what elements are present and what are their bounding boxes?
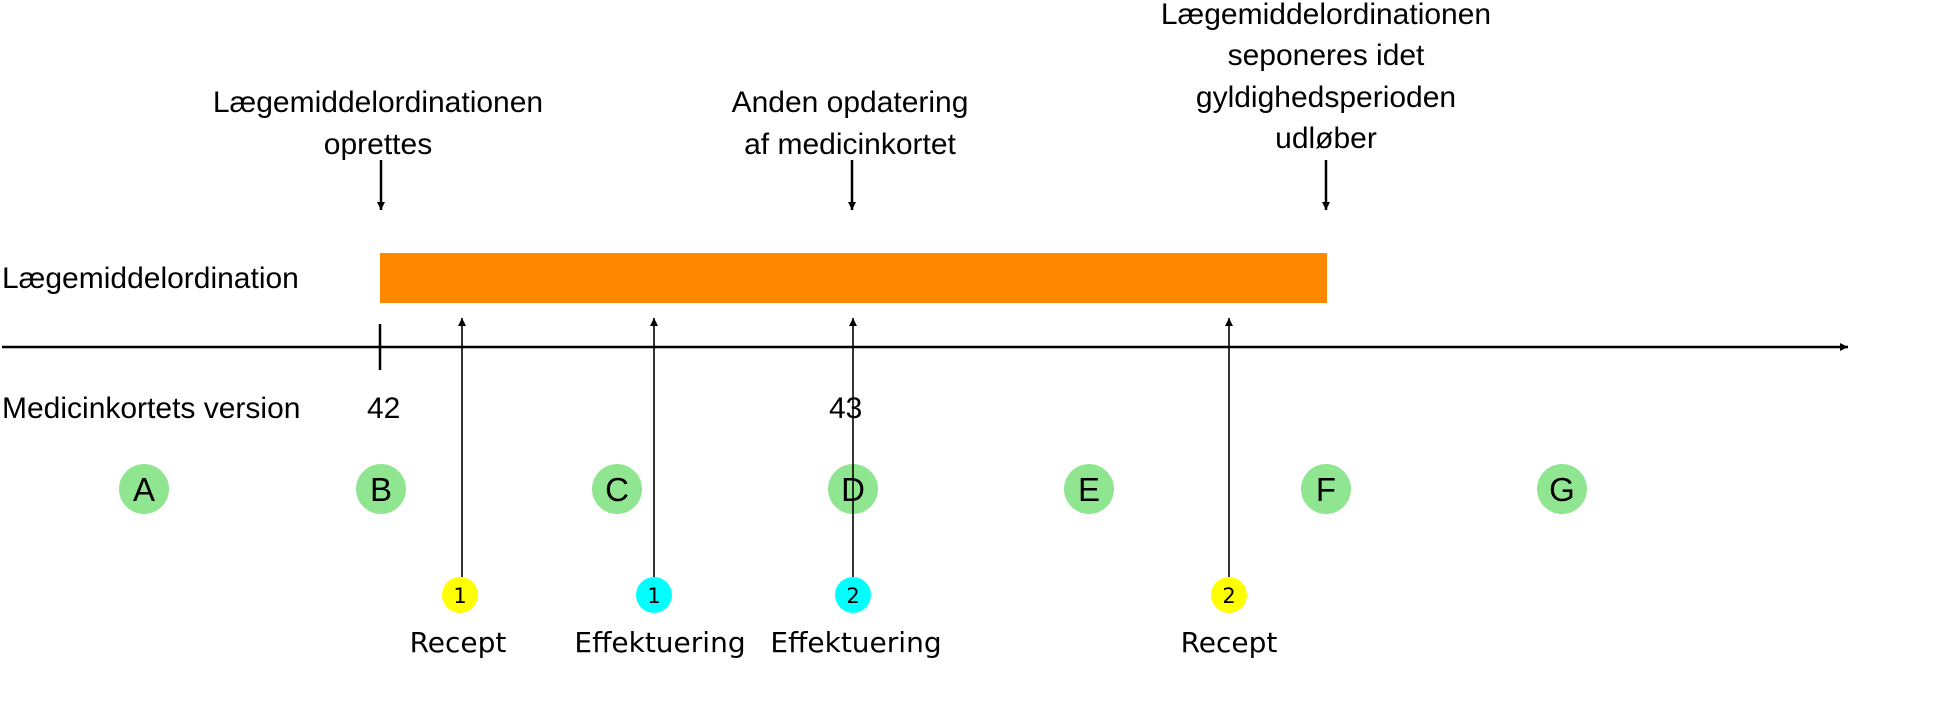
event-update-line-2: af medicinkortet xyxy=(744,128,956,161)
phase-a: A xyxy=(119,464,169,514)
phase-g-circle xyxy=(1537,464,1587,514)
phase-e: E xyxy=(1064,464,1114,514)
row-label-version: Medicinkortets version xyxy=(2,392,300,425)
event-created-line-1: Lægemiddelordinationen xyxy=(213,86,543,119)
version-42: 42 xyxy=(367,392,400,425)
event-recept-2-badge xyxy=(1211,577,1247,613)
event-recept-2: 2 Recept xyxy=(1181,577,1278,659)
phase-c-label: C xyxy=(605,471,629,508)
phase-f: F xyxy=(1301,464,1351,514)
event-effektuering-1-badge xyxy=(636,577,672,613)
event-created-label: Lægemiddelordinationen oprettes xyxy=(213,86,543,161)
event-expired-line-1: Lægemiddelordinationen xyxy=(1161,0,1491,31)
event-effektuering-1: 1 Effektuering xyxy=(574,577,746,659)
event-expired-line-3: gyldighedsperioden xyxy=(1196,81,1456,114)
phase-g: G xyxy=(1537,464,1587,514)
event-recept-1-label: Recept xyxy=(410,626,507,659)
event-effektuering-2-label: Effektuering xyxy=(770,626,941,659)
event-expired-line-2: seponeres idet xyxy=(1228,39,1425,72)
event-effektuering-1-number: 1 xyxy=(647,584,660,608)
phase-e-circle xyxy=(1064,464,1114,514)
event-effektuering-2-number: 2 xyxy=(846,584,859,608)
event-recept-1-number: 1 xyxy=(453,584,466,608)
phase-f-label: F xyxy=(1316,471,1336,508)
version-43: 43 xyxy=(829,392,862,425)
event-recept-1-badge xyxy=(442,577,478,613)
phase-c: C xyxy=(592,464,642,514)
phase-g-label: G xyxy=(1549,471,1575,508)
event-effektuering-2: 2 Effektuering xyxy=(770,577,942,659)
phase-c-circle xyxy=(592,464,642,514)
phase-b-label: B xyxy=(370,471,392,508)
event-expired-line-4: udløber xyxy=(1275,122,1377,155)
ordination-bar xyxy=(380,253,1327,303)
phase-f-circle xyxy=(1301,464,1351,514)
phase-a-circle xyxy=(119,464,169,514)
event-created-line-2: oprettes xyxy=(324,128,432,161)
event-update-line-1: Anden opdatering xyxy=(732,86,969,119)
phase-b: B xyxy=(356,464,406,514)
event-effektuering-1-label: Effektuering xyxy=(574,626,745,659)
event-effektuering-2-badge xyxy=(835,577,871,613)
phase-e-label: E xyxy=(1078,471,1100,508)
event-expired-label: Lægemiddelordinationen seponeres idet gy… xyxy=(1161,0,1491,155)
event-update-label: Anden opdatering af medicinkortet xyxy=(732,86,969,161)
row-label-ordination: Lægemiddelordination xyxy=(2,262,299,295)
event-recept-2-label: Recept xyxy=(1181,626,1278,659)
phase-a-label: A xyxy=(133,471,155,508)
event-recept-1: 1 Recept xyxy=(410,577,507,659)
phase-b-circle xyxy=(356,464,406,514)
event-recept-2-number: 2 xyxy=(1222,584,1235,608)
